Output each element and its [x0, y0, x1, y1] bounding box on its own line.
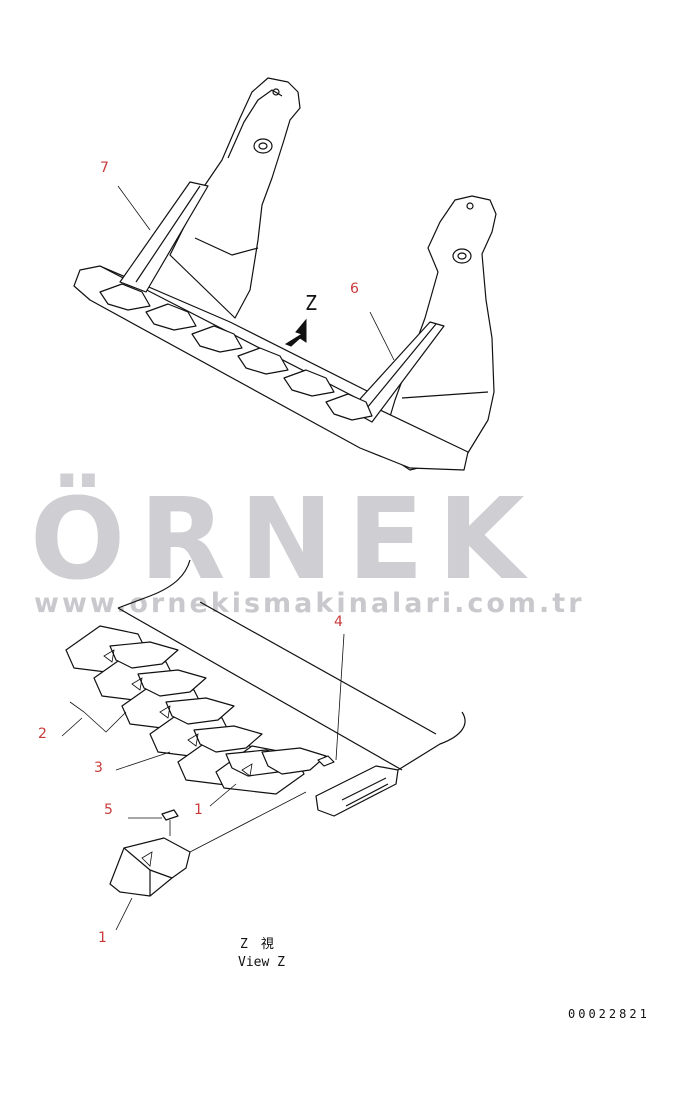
- left-arm-pin-hole-inner: [258, 142, 268, 150]
- callout-1b: 1: [98, 930, 107, 946]
- left-arm-inner: [227, 89, 283, 159]
- right-arm-top-bolt: [466, 202, 474, 210]
- watermark: ÖRNEK www.ornekismakinalari.com.tr: [30, 474, 585, 619]
- wear-mark: [241, 763, 253, 777]
- lock-bolt: [317, 755, 335, 767]
- watermark-url: www.ornekismakinalari.com.tr: [34, 588, 585, 619]
- top-tooth: [237, 347, 289, 375]
- separate-tooth-mark: [141, 851, 153, 867]
- edge-plate-top: [117, 607, 403, 771]
- leader-3: [115, 751, 171, 771]
- wear-mark: [131, 677, 143, 691]
- wear-mark: [103, 649, 115, 663]
- tooth: [137, 669, 207, 697]
- leader-4: [335, 633, 345, 761]
- top-tooth: [325, 393, 373, 421]
- side-cutter-left: [119, 181, 209, 293]
- callout-2: 2: [38, 726, 47, 742]
- callout-3: 3: [94, 760, 103, 776]
- left-arm-top-bolt: [272, 88, 280, 96]
- top-tooth: [145, 303, 197, 331]
- tooth: [261, 747, 327, 775]
- left-arm: [169, 77, 301, 319]
- view-z-detail: [65, 559, 466, 897]
- top-tooth-row: [99, 283, 373, 421]
- end-side-cutter-slot: [341, 777, 387, 801]
- leader-2: [61, 701, 127, 737]
- right-arm-pin-hole-inner: [457, 252, 467, 260]
- right-arm-lower: [401, 391, 489, 399]
- leader-6: [369, 311, 395, 361]
- callout-4: 4: [334, 614, 343, 630]
- top-tooth: [99, 283, 151, 311]
- leader-7: [117, 185, 151, 231]
- top-tooth: [283, 369, 335, 397]
- view-arrow-icon: [284, 318, 307, 347]
- view-caption-en: View Z: [238, 955, 285, 970]
- view-caption-jp: Z 視: [240, 937, 274, 952]
- leader-1b: [115, 897, 133, 931]
- wear-mark: [187, 733, 199, 747]
- tooth: [109, 641, 179, 669]
- wear-mark: [159, 705, 171, 719]
- break-line-right: [397, 711, 466, 771]
- end-side-cutter: [315, 765, 399, 817]
- callout-7: 7: [100, 160, 109, 176]
- tooth: [193, 725, 263, 753]
- drawing-number: 00022821: [568, 1007, 650, 1021]
- leader-lines: [61, 185, 395, 931]
- retaining-pin: [161, 809, 179, 821]
- callouts: 7 6 4 2 3 5 1 1: [38, 160, 359, 946]
- edge-plate-back: [199, 601, 437, 735]
- right-arm-pin-hole: [452, 248, 472, 264]
- watermark-brand: ÖRNEK: [30, 474, 538, 605]
- end-side-cutter-slot2: [345, 783, 389, 807]
- bucket-assembly: Z: [73, 77, 497, 471]
- top-tooth: [191, 325, 243, 353]
- leader-1a: [209, 783, 237, 807]
- tooth: [165, 697, 235, 725]
- callout-6: 6: [350, 281, 359, 297]
- left-arm-lower: [194, 237, 259, 256]
- callout-5: 5: [104, 802, 113, 818]
- view-arrow-label: Z: [305, 291, 317, 315]
- assembly-line: [189, 791, 307, 853]
- side-cutter-left-edge: [135, 185, 201, 283]
- left-arm-pin-hole: [253, 138, 273, 154]
- tooth-row: [109, 641, 327, 777]
- callout-1a: 1: [194, 802, 203, 818]
- side-cutter-right-edge: [361, 323, 437, 415]
- break-line-left: [117, 559, 191, 609]
